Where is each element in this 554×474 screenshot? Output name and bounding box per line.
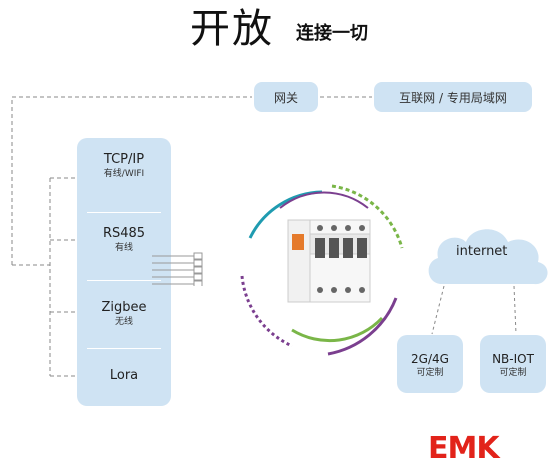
- protocol-divider: [87, 348, 161, 349]
- cloud-connectors: [431, 286, 517, 335]
- cellular-name: NB-IOT: [492, 352, 534, 366]
- cloud-label: internet: [456, 244, 508, 259]
- arc-purple-top: [279, 191, 369, 209]
- protocol-zigbee: Zigbee 无线: [77, 300, 171, 328]
- protocol-name: RS485: [102, 226, 146, 241]
- protocol-lora: Lora: [77, 368, 171, 384]
- arc-green-bottom: [291, 316, 384, 343]
- device-graphic: [240, 184, 404, 356]
- protocol-name: Zigbee: [101, 300, 147, 315]
- cellular-nbiot-box: NB-IOT 可定制: [480, 335, 546, 393]
- protocol-desc: 无线: [114, 317, 133, 327]
- protocol-name: Lora: [109, 368, 139, 383]
- gateway-pill: 网关: [254, 82, 318, 112]
- arc-purple-bottom: [327, 297, 398, 356]
- cellular-2g4g-box: 2G/4G 可定制: [397, 335, 463, 393]
- cellular-desc: 可定制: [416, 368, 444, 378]
- protocol-desc: 有线: [114, 243, 133, 253]
- protocol-divider: [87, 280, 161, 281]
- protocol-desc: 有线/WIFI: [103, 169, 145, 179]
- cloud-icon: [428, 229, 548, 285]
- terminal-block-icon: [152, 252, 203, 286]
- circuit-breaker-icon: [287, 219, 371, 303]
- cellular-desc: 可定制: [499, 368, 527, 378]
- page-subtitle: 连接一切: [296, 23, 368, 44]
- protocol-rs485: RS485 有线: [77, 226, 171, 254]
- protocol-name: TCP/IP: [103, 152, 145, 167]
- gateway-link-line: [11, 96, 252, 265]
- emk-logo: EMK: [428, 431, 500, 466]
- arc-green-top: [331, 184, 404, 249]
- cellular-name: 2G/4G: [411, 352, 449, 366]
- page-title: 开放: [190, 6, 274, 52]
- protocol-divider: [87, 212, 161, 213]
- internet-lan-pill: 互联网 / 专用局域网: [374, 82, 532, 112]
- protocol-panel: TCP/IP 有线/WIFI RS485 有线 Zigbee 无线 Lora: [77, 138, 171, 406]
- arc-purple-left: [240, 275, 293, 348]
- protocol-tcpip: TCP/IP 有线/WIFI: [77, 152, 171, 180]
